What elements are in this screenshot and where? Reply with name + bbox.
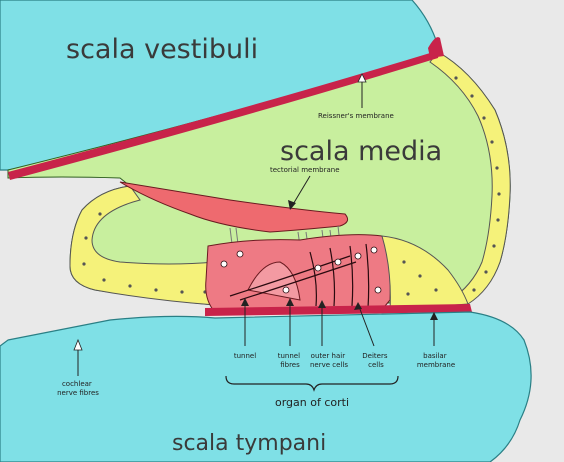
organ-of-corti-label: organ of corti (275, 396, 349, 409)
cochlear-nerve-fibres-label: cochlear nerve fibres (57, 380, 99, 397)
scala-media-label: scala media (280, 136, 442, 167)
tectorial-membrane-label: tectorial membrane (270, 166, 340, 174)
tunnel-label: tunnel (234, 352, 256, 360)
reissners-membrane-label: Reissner's membrane (318, 112, 394, 120)
scala-vestibuli-label: scala vestibuli (66, 34, 258, 65)
scala-tympani-label: scala tympani (172, 431, 326, 456)
tunnel-fibres-label: tunnel fibres (278, 352, 303, 369)
outer-hair-nerve-cells-label: outer hair nerve cells (310, 352, 348, 369)
